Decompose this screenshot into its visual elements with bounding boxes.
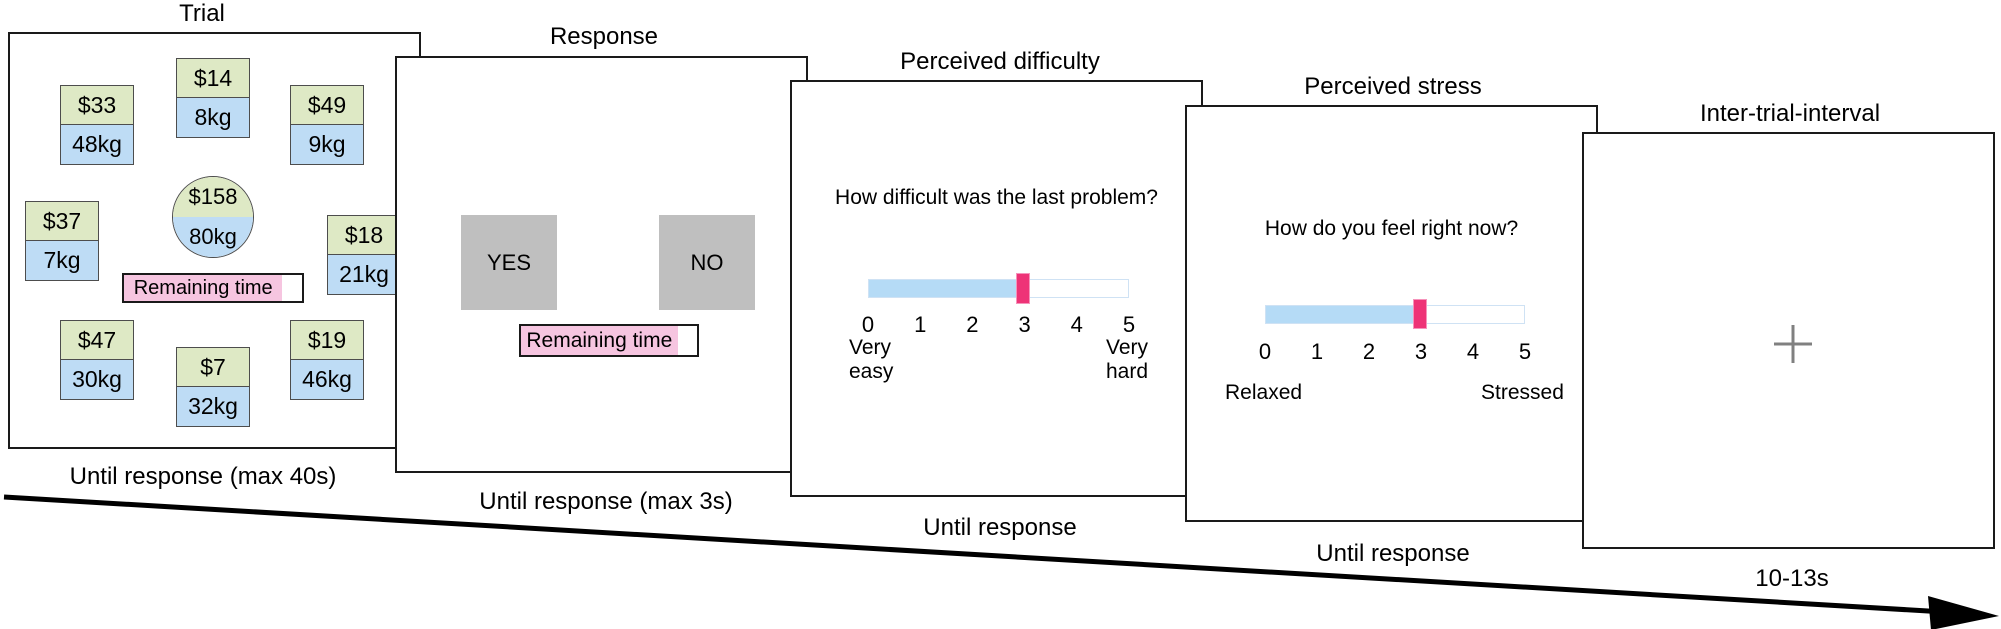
panel-title-perceived-difficulty: Perceived difficulty (900, 48, 1100, 75)
trial-panel: $33 48kg $14 8kg $49 9kg $37 7kg $18 21k… (8, 32, 421, 449)
offer-price: $7 (176, 347, 250, 387)
offer-price: $19 (290, 320, 364, 360)
offer-item: $49 9kg (290, 85, 364, 165)
stress-slider-handle[interactable] (1413, 299, 1427, 329)
stress-scale: 0 1 2 3 4 5 (1245, 339, 1545, 365)
difficulty-scale: 0 1 2 3 4 5 (848, 312, 1149, 338)
remaining-time-bar: Remaining time (519, 324, 699, 357)
scale-tick: 5 (1122, 312, 1136, 337)
scale-tick: 4 (1466, 339, 1480, 364)
scale-tick: 3 (1018, 312, 1031, 337)
panel-title-inter-trial-interval: Inter-trial-interval (1699, 100, 1881, 127)
offer-item: $7 32kg (176, 347, 250, 427)
offer-price: $18 (327, 215, 401, 255)
stress-question: How do you feel right now? (1264, 217, 1519, 240)
offer-weight: 30kg (60, 360, 134, 400)
offer-item: $37 7kg (25, 201, 99, 281)
total-offer-circle: $158 80kg (172, 176, 254, 258)
scale-anchor-right: Very hard (1106, 336, 1149, 383)
response-panel: YES NO Remaining time (395, 56, 808, 473)
total-price: $158 (173, 177, 253, 217)
scale-anchor-left: Very easy (849, 336, 894, 383)
scale-anchor-left: Relaxed (1225, 381, 1303, 404)
yes-button[interactable]: YES (461, 215, 557, 310)
caption-inter-trial-interval: 10-13s (1755, 565, 1829, 592)
caption-perceived-difficulty: Until response (923, 514, 1077, 541)
offer-weight: 7kg (25, 241, 99, 281)
scale-tick: 3 (1414, 339, 1428, 364)
caption-trial: Until response (max 40s) (69, 463, 337, 490)
scale-tick: 0 (1258, 339, 1272, 364)
panel-title-response: Response (549, 23, 659, 50)
offer-price: $37 (25, 201, 99, 241)
offer-price: $47 (60, 320, 134, 360)
inter-trial-interval-panel (1582, 132, 1995, 549)
scale-tick: 4 (1070, 312, 1083, 337)
offer-item: $18 21kg (327, 215, 401, 295)
difficulty-slider-track[interactable] (868, 279, 1129, 298)
panel-title-trial: Trial (179, 0, 225, 27)
remaining-time-label: Remaining time (521, 326, 678, 355)
offer-weight: 9kg (290, 125, 364, 165)
offer-price: $33 (60, 85, 134, 125)
perceived-difficulty-panel: How difficult was the last problem? 0 1 … (790, 80, 1203, 497)
offer-weight: 8kg (176, 98, 250, 138)
panel-title-perceived-stress: Perceived stress (1304, 73, 1482, 100)
stress-slider-track[interactable] (1265, 305, 1525, 324)
offer-weight: 48kg (60, 125, 134, 165)
remaining-time-label: Remaining time (124, 275, 283, 301)
offer-weight: 32kg (176, 387, 250, 427)
offer-price: $14 (176, 58, 250, 98)
total-weight: 80kg (173, 217, 253, 257)
scale-anchor-right: Stressed (1481, 381, 1564, 404)
scale-tick: 0 (861, 312, 875, 337)
no-button[interactable]: NO (659, 215, 755, 310)
difficulty-slider-fill (869, 280, 1018, 297)
offer-item: $33 48kg (60, 85, 134, 165)
scale-tick: 5 (1518, 339, 1532, 364)
difficulty-question: How difficult was the last problem? (835, 186, 1158, 209)
perceived-stress-panel: How do you feel right now? 0 1 2 3 4 5 R… (1185, 105, 1598, 522)
scale-tick: 1 (1310, 339, 1324, 364)
caption-perceived-stress: Until response (1316, 540, 1470, 567)
scale-tick: 1 (914, 312, 927, 337)
caption-response: Until response (max 3s) (479, 488, 733, 515)
offer-item: $19 46kg (290, 320, 364, 400)
remaining-time-bar: Remaining time (122, 273, 304, 303)
offer-weight: 46kg (290, 360, 364, 400)
offer-item: $14 8kg (176, 58, 250, 138)
offer-item: $47 30kg (60, 320, 134, 400)
stress-slider-fill (1266, 306, 1416, 323)
scale-tick: 2 (966, 312, 979, 337)
fixation-cross-icon (1774, 325, 1812, 363)
scale-tick: 2 (1362, 339, 1376, 364)
offer-price: $49 (290, 85, 364, 125)
difficulty-slider-handle[interactable] (1016, 273, 1030, 304)
offer-weight: 21kg (327, 255, 401, 295)
